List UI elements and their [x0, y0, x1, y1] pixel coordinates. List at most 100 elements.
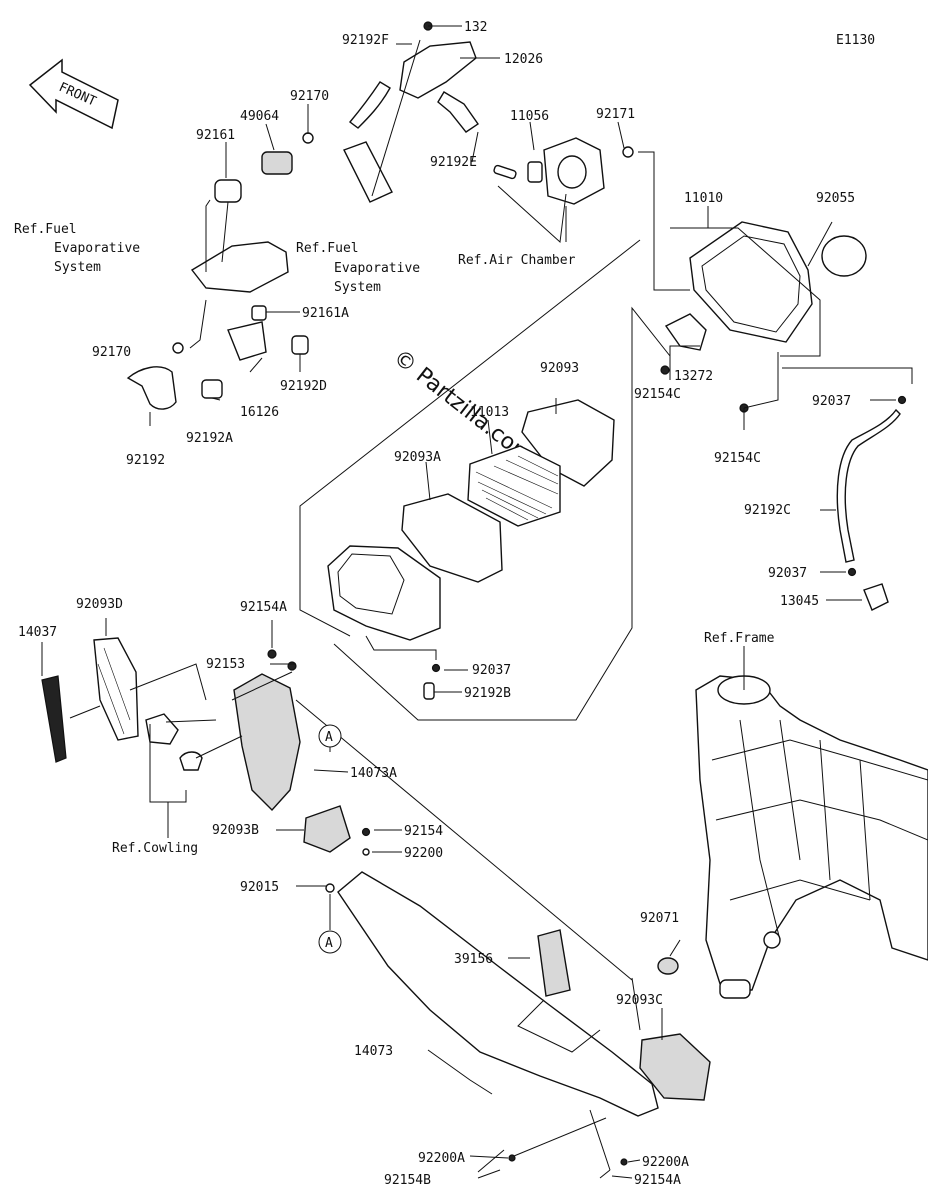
- bolt-92153: [287, 661, 297, 671]
- label-92161: 92161: [196, 128, 235, 143]
- ref-frame: Ref.Frame: [704, 631, 775, 646]
- clip-cowling: [179, 751, 203, 771]
- air-chamber-11056: [493, 137, 634, 205]
- ref-fuel-mid-2: Evaporative: [334, 261, 420, 276]
- bolt-92154B: [477, 1149, 505, 1173]
- label-92170-top: 92170: [290, 89, 329, 104]
- ref-fuel-left-2: Evaporative: [54, 241, 140, 256]
- label-92055: 92055: [816, 191, 855, 206]
- label-92192C: 92192C: [744, 503, 791, 518]
- hose-92192C: [836, 408, 901, 563]
- label-92171: 92171: [596, 107, 635, 122]
- label-49064: 49064: [240, 109, 279, 124]
- label-14037: 14037: [18, 625, 57, 640]
- label-92200A-r: 92200A: [642, 1155, 689, 1170]
- label-13272: 13272: [674, 369, 713, 384]
- lower-housing: [327, 545, 441, 641]
- callout-a-bottom: A: [318, 930, 342, 954]
- svg-text:A: A: [325, 730, 333, 745]
- bolt-92154: [361, 827, 371, 837]
- label-92192A: 92192A: [186, 431, 233, 446]
- label-11010: 11010: [684, 191, 723, 206]
- ref-cowling: Ref.Cowling: [112, 841, 198, 856]
- hose-92161A: [251, 305, 267, 321]
- hose-92192: [126, 366, 177, 410]
- seal-92055: [821, 235, 867, 277]
- label-92161A: 92161A: [302, 306, 349, 321]
- svg-text:A: A: [325, 936, 333, 951]
- pipe-92192B: [423, 682, 435, 700]
- filter-element-11013: [467, 445, 561, 527]
- clamp-92171: [622, 146, 634, 158]
- hose-92192E: [437, 91, 479, 133]
- label-92154: 92154: [404, 824, 443, 839]
- bolt-92154A-top: [267, 649, 277, 659]
- washer-92200A-r: [620, 1158, 628, 1166]
- label-92192E: 92192E: [430, 155, 477, 170]
- label-92093B: 92093B: [212, 823, 259, 838]
- cover-92093D: [93, 637, 139, 741]
- bracket-mid: [343, 141, 393, 203]
- label-92093A: 92093A: [394, 450, 441, 465]
- leader-lines: [41, 25, 913, 1179]
- label-92154C-a: 92154C: [634, 387, 681, 402]
- callout-a-top: A: [318, 724, 342, 748]
- label-92037-b: 92037: [768, 566, 807, 581]
- hose-92192A: [201, 379, 223, 399]
- clip-92037-a: [897, 395, 907, 405]
- label-92200A-l: 92200A: [418, 1151, 465, 1166]
- duct-14073: [337, 871, 659, 1117]
- seal-92093B: [303, 805, 351, 853]
- label-39156: 39156: [454, 952, 493, 967]
- label-92015: 92015: [240, 880, 279, 895]
- part-39156: [537, 929, 571, 997]
- label-132: 132: [464, 20, 487, 35]
- ref-fuel-mid-3: System: [334, 280, 381, 295]
- clip-92037-c: [431, 663, 441, 673]
- canister-bracket: [190, 241, 289, 293]
- cap-13045: [863, 583, 889, 611]
- bolt-92154A-bot: [599, 1169, 611, 1179]
- label-92200: 92200: [404, 846, 443, 861]
- nut-92015: [325, 883, 335, 893]
- label-14073A: 14073A: [350, 766, 397, 781]
- gasket-92093A: [401, 493, 503, 583]
- label-92170-low: 92170: [92, 345, 131, 360]
- seal-92093C: [639, 1033, 711, 1101]
- label-11056: 11056: [510, 109, 549, 124]
- label-92153: 92153: [206, 657, 245, 672]
- front-arrow-icon: FRONT: [28, 58, 119, 130]
- washer-92200A-l: [508, 1154, 516, 1162]
- label-92154A-bot: 92154A: [634, 1173, 681, 1188]
- label-92093: 92093: [540, 361, 579, 376]
- ref-fuel-mid-1: Ref.Fuel: [296, 241, 359, 256]
- label-14073: 14073: [354, 1044, 393, 1059]
- hose-joint-92161: [214, 179, 242, 203]
- label-92192F: 92192F: [342, 33, 389, 48]
- label-92154B: 92154B: [384, 1173, 431, 1188]
- label-92192: 92192: [126, 453, 165, 468]
- bolt-92154C-a: [660, 365, 670, 375]
- hose-92192F: [348, 81, 391, 129]
- gasket-92093: [521, 399, 615, 487]
- hose-92192D: [291, 335, 309, 355]
- label-92071: 92071: [640, 911, 679, 926]
- label-92192D: 92192D: [280, 379, 327, 394]
- ref-fuel-left-1: Ref.Fuel: [14, 222, 77, 237]
- label-92192B: 92192B: [464, 686, 511, 701]
- damper-92071: [657, 957, 679, 975]
- label-92093D: 92093D: [76, 597, 123, 612]
- label-11013: 11013: [470, 405, 509, 420]
- label-92154C-b: 92154C: [714, 451, 761, 466]
- upper-cover-12026: [343, 21, 479, 203]
- label-16126: 16126: [240, 405, 279, 420]
- clamp-92170-low: [172, 342, 184, 354]
- part-labels: 132 92192F 12026 92170 49064 92161 11056…: [14, 20, 855, 1188]
- label-92093C: 92093C: [616, 993, 663, 1008]
- housing-11010: [689, 221, 867, 343]
- clamp-92170-top: [302, 132, 314, 144]
- bracket-cowling: [145, 713, 179, 745]
- evap-hose-assembly: [126, 81, 391, 410]
- frame-ref: [657, 675, 928, 999]
